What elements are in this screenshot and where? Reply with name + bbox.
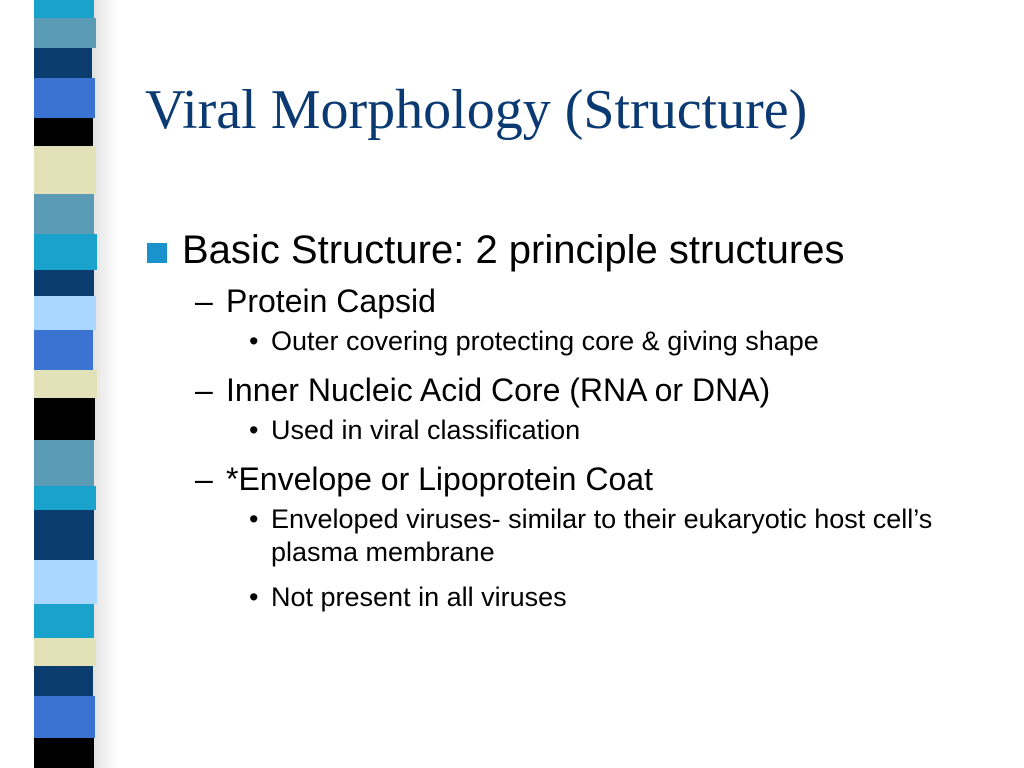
bullet-text: Basic Structure: 2 principle structures	[182, 228, 845, 272]
stripe	[34, 296, 96, 330]
stripe	[34, 146, 96, 194]
stripe	[34, 510, 94, 560]
stripe	[34, 398, 95, 440]
bullet-level-3: • Not present in all viruses	[245, 581, 971, 614]
stripe	[34, 738, 94, 768]
stripe	[34, 194, 94, 234]
stripe	[34, 118, 93, 146]
stripe	[34, 48, 92, 78]
stripe	[34, 666, 93, 696]
dot-bullet-icon: •	[249, 326, 259, 356]
stripe	[34, 440, 94, 486]
decorative-stripe-bar	[34, 0, 98, 768]
bullet-level-3: • Outer covering protecting core & givin…	[245, 325, 971, 358]
dash-bullet-icon: –	[195, 283, 213, 319]
bullet-level-2: – Inner Nucleic Acid Core (RNA or DNA)	[195, 370, 995, 410]
stripe	[34, 638, 96, 666]
stripe	[34, 696, 95, 738]
bullet-text: Outer covering protecting core & giving …	[271, 326, 819, 356]
bullet-level-1: Basic Structure: 2 principle structures	[145, 226, 995, 274]
dot-bullet-icon: •	[249, 415, 259, 445]
dash-bullet-icon: –	[195, 372, 213, 408]
bullet-text: Not present in all viruses	[271, 582, 567, 612]
dash-bullet-icon: –	[195, 461, 213, 497]
stripe	[34, 18, 96, 48]
stripe	[34, 270, 94, 296]
dot-bullet-icon: •	[249, 504, 259, 534]
square-bullet-icon	[147, 243, 167, 263]
bullet-level-3: • Used in viral classification	[245, 414, 971, 447]
bullet-text: Inner Nucleic Acid Core (RNA or DNA)	[226, 372, 771, 408]
bullet-text: *Envelope or Lipoprotein Coat	[226, 461, 653, 497]
stripe	[34, 604, 94, 638]
slide-body: Basic Structure: 2 principle structures …	[145, 226, 995, 626]
stripe	[34, 560, 97, 604]
bullet-level-2: – *Envelope or Lipoprotein Coat	[195, 459, 995, 499]
stripe	[34, 234, 97, 270]
bullet-text: Enveloped viruses- similar to their euka…	[271, 504, 933, 567]
stripe	[34, 486, 96, 510]
stripe	[34, 330, 93, 370]
dot-bullet-icon: •	[249, 582, 259, 612]
stripe	[34, 78, 95, 118]
bullet-text: Protein Capsid	[226, 283, 436, 319]
slide-title: Viral Morphology (Structure)	[145, 79, 808, 141]
bullet-level-2: – Protein Capsid	[195, 281, 995, 321]
stripe	[34, 370, 97, 398]
bullet-level-3: • Enveloped viruses- similar to their eu…	[245, 503, 971, 569]
stripe	[34, 0, 94, 18]
bullet-text: Used in viral classification	[271, 415, 581, 445]
